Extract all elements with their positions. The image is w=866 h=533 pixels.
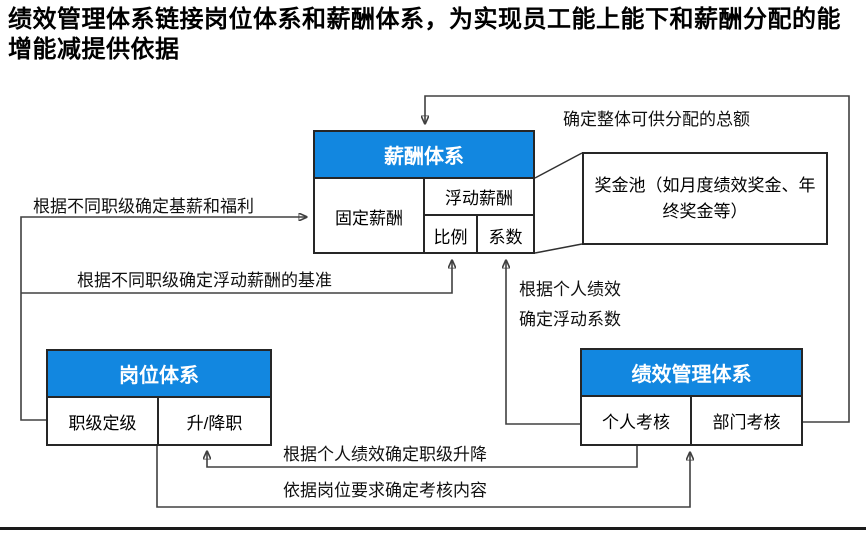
grading-cell: 职级定级 <box>48 398 159 444</box>
ratio-cell: 比例 <box>425 216 478 254</box>
label-total-amount: 确定整体可供分配的总额 <box>563 110 750 129</box>
performance-system-header: 绩效管理体系 <box>582 350 801 397</box>
slide-bottom-divider <box>0 527 866 530</box>
promotion-demotion-cell: 升/降职 <box>186 413 243 433</box>
connector-total-amount <box>425 95 850 423</box>
personal-assessment-cell: 个人考核 <box>582 397 692 444</box>
label-assessment-content: 依据岗位要求确定考核内容 <box>283 481 487 500</box>
connector-grade-change <box>207 446 638 468</box>
connector-floating-coefficient <box>506 261 580 425</box>
label-base-salary: 根据不同职级确定基薪和福利 <box>33 197 254 216</box>
floating-salary-cell: 浮动薪酬 <box>425 179 533 216</box>
page-title: 绩效管理体系链接岗位体系和薪酬体系，为实现员工能上能下和薪酬分配的能增能减提供依… <box>8 6 841 63</box>
coefficient-cell: 系数 <box>488 227 523 247</box>
performance-system-body: 个人考核 部门考核 <box>582 397 801 444</box>
bonus-pool-box: 奖金池（如月度绩效奖金、年终奖金等） <box>582 152 828 245</box>
performance-system-box: 绩效管理体系 个人考核 部门考核 <box>580 348 803 446</box>
label-grade-change: 根据个人绩效确定职级升降 <box>283 445 487 464</box>
bonus-pool-callout-line-bottom <box>534 243 583 254</box>
position-system-box: 岗位体系 职级定级 升/降职 <box>46 349 272 446</box>
position-system-header: 岗位体系 <box>48 351 270 398</box>
connector-base-salary <box>20 217 306 421</box>
salary-system-body: 固定薪酬 浮动薪酬 比例 系数 <box>315 179 533 254</box>
label-personal-perf-line2: 确定浮动系数 <box>519 310 621 329</box>
department-assessment-cell: 部门考核 <box>712 413 781 432</box>
salary-system-box: 薪酬体系 固定薪酬 浮动薪酬 比例 系数 <box>313 130 535 254</box>
connector-floating-base <box>21 261 452 294</box>
ratio-coefficient-row: 比例 系数 <box>425 216 533 254</box>
salary-system-header: 薪酬体系 <box>315 132 533 179</box>
bonus-pool-callout-line-top <box>534 152 583 179</box>
floating-salary-column: 浮动薪酬 比例 系数 <box>425 179 533 254</box>
fixed-salary-cell: 固定薪酬 <box>315 179 425 254</box>
label-floating-base: 根据不同职级确定浮动薪酬的基准 <box>77 271 332 290</box>
label-personal-perf-line1: 根据个人绩效 <box>519 280 621 299</box>
connector-assessment-content <box>156 446 690 508</box>
position-system-body: 职级定级 升/降职 <box>48 398 270 444</box>
